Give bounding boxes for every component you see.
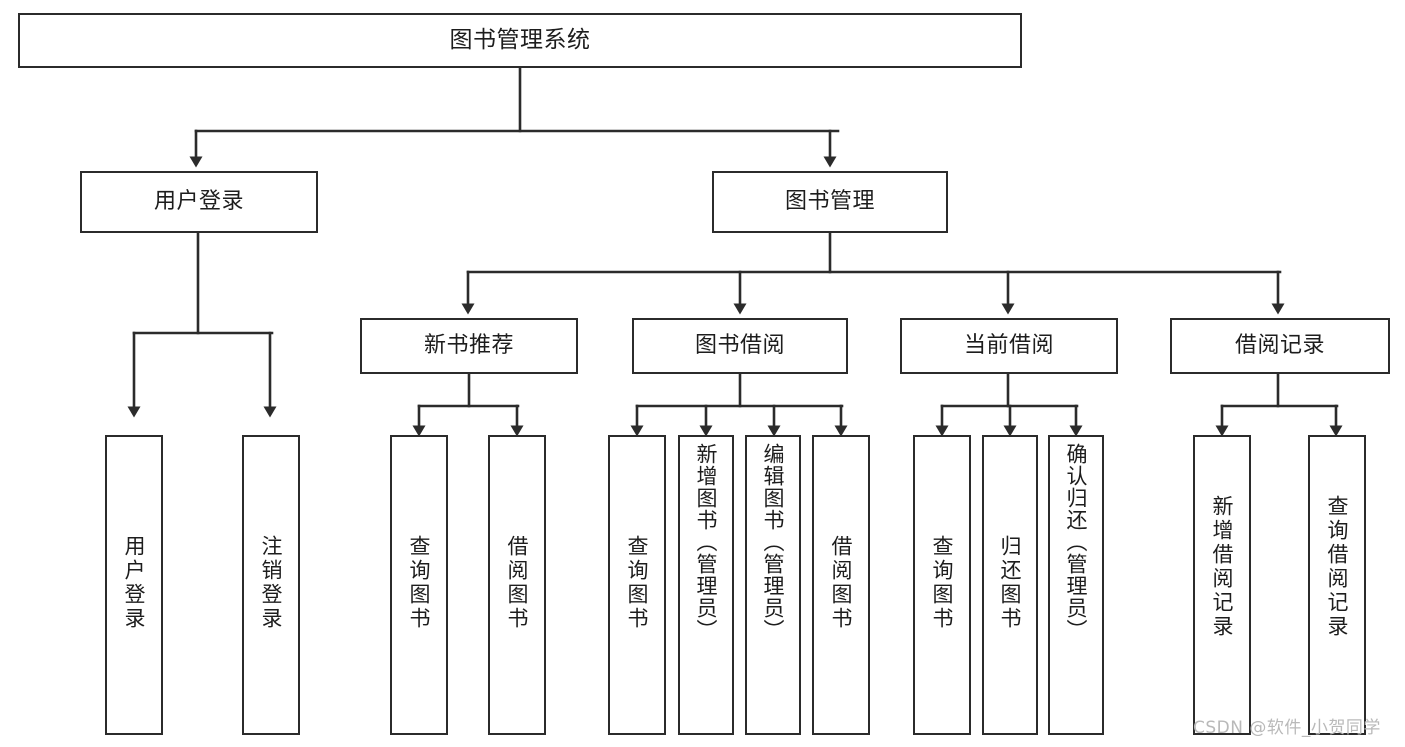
node-book-manage[interactable]: 图书管理: [712, 171, 948, 233]
node-leaf-query-book-2-label: 查询图书: [625, 535, 650, 631]
node-new-book-recommend[interactable]: 新书推荐: [360, 318, 578, 374]
node-leaf-query-record-label: 查询借阅记录: [1325, 495, 1350, 639]
node-current-borrow-label: 当前借阅: [963, 333, 1054, 359]
node-borrow-record[interactable]: 借阅记录: [1170, 318, 1390, 374]
node-leaf-add-book-label: 新增图书（管理员）: [694, 443, 719, 641]
node-book-manage-label: 图书管理: [784, 189, 875, 215]
node-leaf-query-book-3-label: 查询图书: [930, 535, 955, 631]
node-new-book-recommend-label: 新书推荐: [423, 333, 514, 359]
node-leaf-edit-book-label: 编辑图书（管理员）: [761, 443, 786, 641]
node-leaf-confirm-return[interactable]: 确认归还（管理员）: [1048, 435, 1104, 735]
node-leaf-add-book[interactable]: 新增图书（管理员）: [678, 435, 734, 735]
node-leaf-confirm-return-label: 确认归还（管理员）: [1064, 443, 1089, 641]
node-leaf-add-record[interactable]: 新增借阅记录: [1193, 435, 1251, 735]
node-leaf-user-login[interactable]: 用户登录: [105, 435, 163, 735]
node-leaf-borrow-book-2[interactable]: 借阅图书: [812, 435, 870, 735]
node-book-borrow-label: 图书借阅: [694, 333, 785, 359]
node-book-borrow[interactable]: 图书借阅: [632, 318, 848, 374]
node-current-borrow[interactable]: 当前借阅: [900, 318, 1118, 374]
node-leaf-query-book-2[interactable]: 查询图书: [608, 435, 666, 735]
node-user-login[interactable]: 用户登录: [80, 171, 318, 233]
node-root-label: 图书管理系统: [449, 26, 591, 53]
node-leaf-borrow-book-1-label: 借阅图书: [505, 535, 530, 631]
node-leaf-user-login-label: 用户登录: [122, 535, 147, 631]
node-leaf-query-book-1-label: 查询图书: [407, 535, 432, 631]
watermark-text: CSDN @软件_小贺同学: [1193, 718, 1381, 738]
node-leaf-return-book[interactable]: 归还图书: [982, 435, 1038, 735]
node-leaf-edit-book[interactable]: 编辑图书（管理员）: [745, 435, 801, 735]
node-user-login-label: 用户登录: [153, 189, 244, 215]
node-leaf-borrow-book-1[interactable]: 借阅图书: [488, 435, 546, 735]
node-root[interactable]: 图书管理系统: [18, 13, 1022, 68]
node-leaf-user-logout-label: 注销登录: [259, 535, 284, 631]
node-borrow-record-label: 借阅记录: [1234, 333, 1325, 359]
node-leaf-query-book-3[interactable]: 查询图书: [913, 435, 971, 735]
node-leaf-borrow-book-2-label: 借阅图书: [829, 535, 854, 631]
node-leaf-query-book-1[interactable]: 查询图书: [390, 435, 448, 735]
node-leaf-user-logout[interactable]: 注销登录: [242, 435, 300, 735]
node-leaf-return-book-label: 归还图书: [998, 535, 1023, 631]
node-leaf-add-record-label: 新增借阅记录: [1210, 495, 1235, 639]
node-leaf-query-record[interactable]: 查询借阅记录: [1308, 435, 1366, 735]
